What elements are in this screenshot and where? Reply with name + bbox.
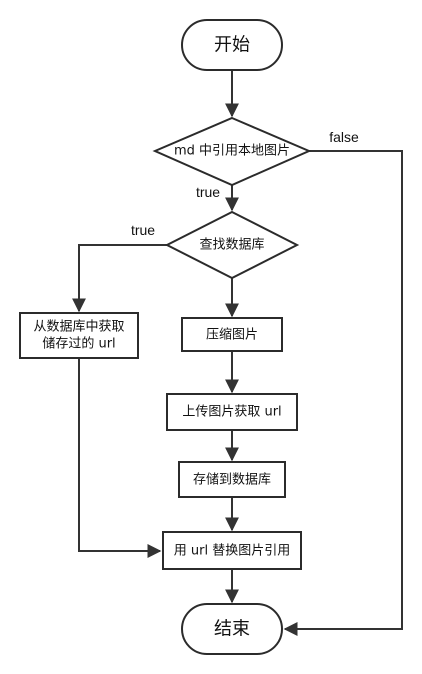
edge-label-check-true: true: [196, 184, 220, 200]
node-start: 开始: [181, 19, 283, 71]
node-end-label: 结束: [214, 619, 250, 640]
node-get-url-label-line2: 储存过的 url: [42, 336, 115, 352]
node-check-md-label: md 中引用本地图片: [174, 144, 290, 159]
node-start-label: 开始: [214, 35, 250, 56]
edge-check-false-to-end: [283, 150, 403, 636]
node-end: 结束: [181, 603, 283, 655]
edge-get-url-to-replace: [78, 358, 162, 558]
node-compress-label: 压缩图片: [206, 327, 258, 343]
node-save-db-label: 存储到数据库: [193, 472, 271, 488]
node-compress: 压缩图片: [181, 317, 283, 352]
edge-query-true-to-get-url: [72, 244, 167, 313]
node-get-url-label-line1: 从数据库中获取: [33, 319, 124, 335]
edges: [72, 70, 403, 636]
node-query-db: 查找数据库: [164, 210, 300, 280]
node-upload-label: 上传图片获取 url: [182, 405, 281, 420]
node-replace: 用 url 替换图片引用: [162, 531, 302, 570]
edge-label-query-true: true: [131, 222, 155, 238]
node-save-db: 存储到数据库: [178, 461, 286, 498]
node-check-md: md 中引用本地图片: [152, 116, 312, 187]
edge-label-check-false: false: [329, 129, 359, 145]
node-replace-label: 用 url 替换图片引用: [174, 544, 290, 559]
node-query-db-label: 查找数据库: [199, 237, 264, 253]
node-get-url: 从数据库中获取 储存过的 url: [19, 312, 139, 359]
node-upload: 上传图片获取 url: [166, 393, 298, 431]
